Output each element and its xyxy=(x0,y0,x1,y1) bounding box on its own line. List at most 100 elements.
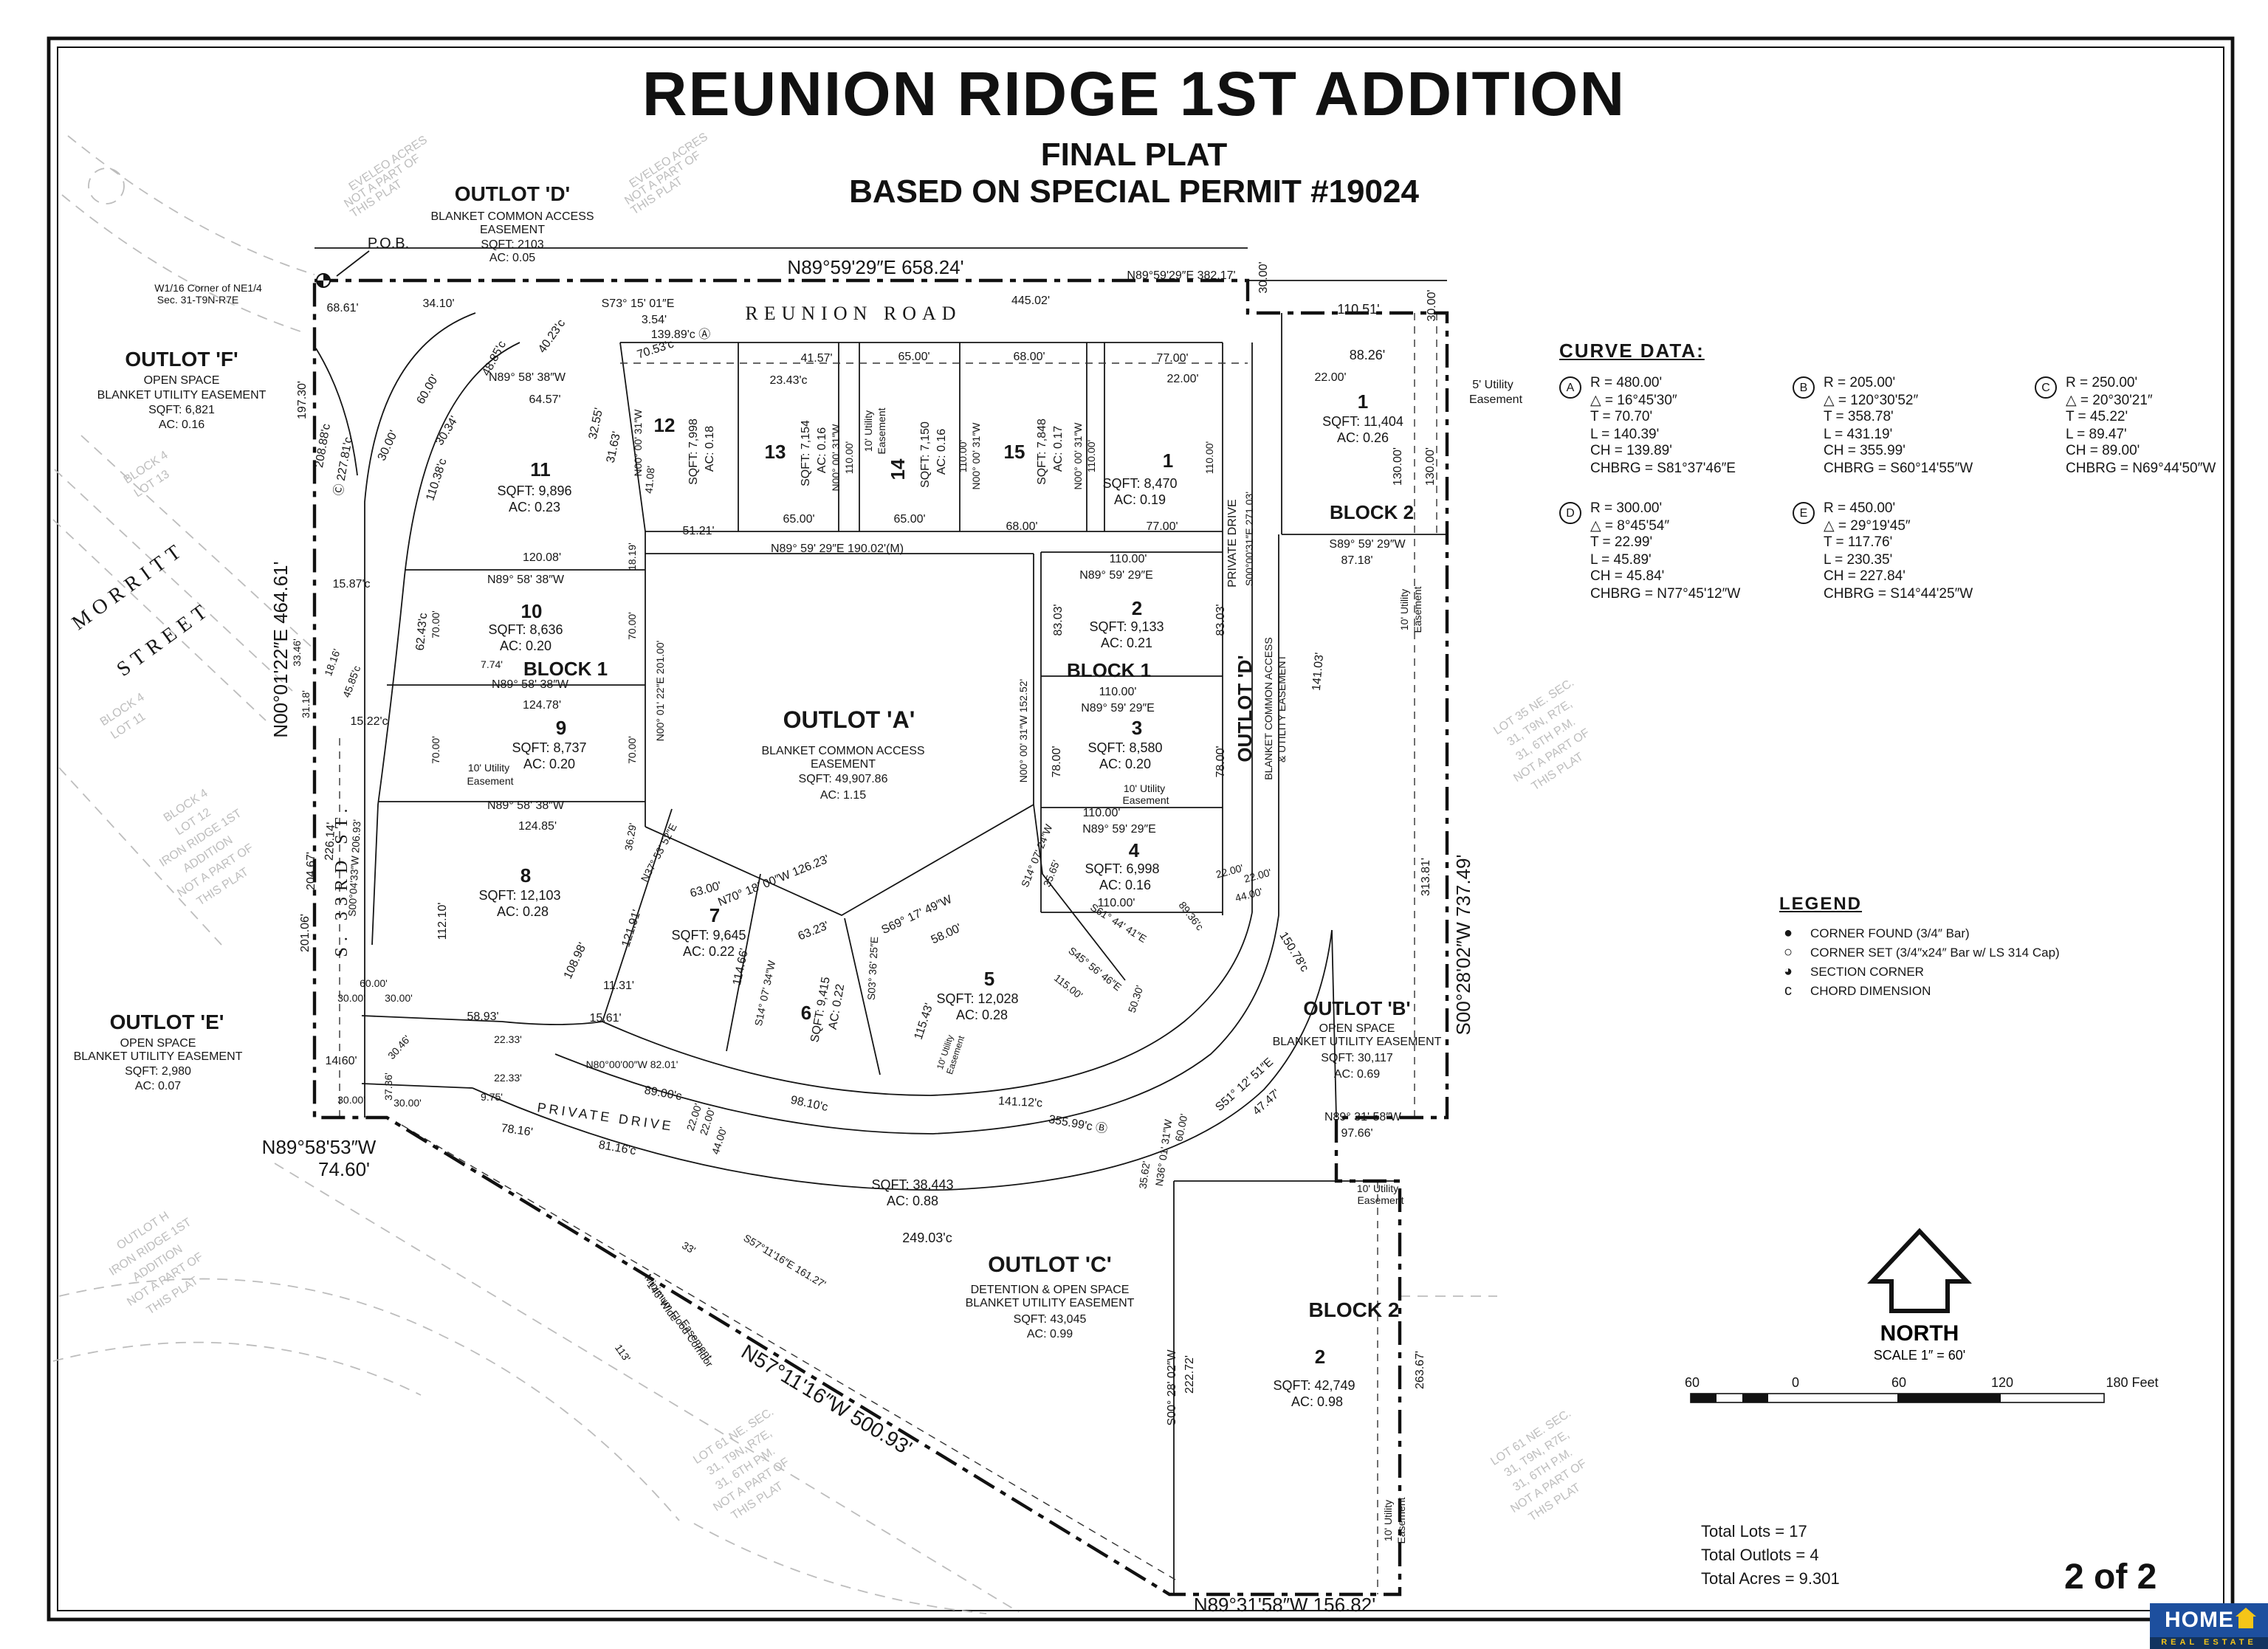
map-label: 35.62' xyxy=(1138,1160,1153,1190)
map-label: 6 xyxy=(800,1002,812,1024)
map-label: 112.10' xyxy=(436,902,449,940)
home-real-estate-logo: HOME REAL ESTATE xyxy=(2150,1603,2268,1649)
legend-item: ●CORNER FOUND (3/4″ Bar) xyxy=(1783,926,1970,942)
map-label: 83.03' xyxy=(1051,604,1065,636)
map-label: 60 xyxy=(1684,1375,1700,1390)
map-label: 7 xyxy=(709,904,721,926)
map-label: 78.00' xyxy=(1214,746,1227,778)
map-label: Easement xyxy=(1357,1197,1404,1207)
map-label: OUTLOT 'F' xyxy=(125,347,238,371)
section-corner-marker xyxy=(316,273,331,288)
map-label: 115.00' xyxy=(1051,973,1084,1002)
map-label: 1 xyxy=(1162,450,1174,472)
map-label: 33.46' xyxy=(293,638,303,667)
logo-name: HOME xyxy=(2165,1608,2234,1633)
map-label: 3.54' xyxy=(641,313,667,326)
map-label: 65.00' xyxy=(893,512,926,526)
map-label: 30.46' xyxy=(387,1034,413,1062)
map-label: 50.30' xyxy=(1127,984,1147,1015)
map-label: N36° 01' 31″W xyxy=(1155,1118,1175,1188)
map-label: 14.60' xyxy=(325,1054,357,1067)
map-label: AC: 0.20 xyxy=(523,757,576,771)
total-lots: Total Lots = 17 xyxy=(1701,1524,1807,1541)
map-label: 313.81' xyxy=(1419,858,1432,896)
map-label: 30.00' xyxy=(374,428,401,463)
map-label: AC: 0.28 xyxy=(955,1008,1008,1022)
map-label: N80°00'00″W 82.01' xyxy=(585,1061,678,1071)
map-label: Sec. 31-T9N-R7E xyxy=(157,296,239,306)
easement-lines xyxy=(339,313,1437,1594)
map-label: 30.00' xyxy=(337,1096,365,1106)
map-label: 97.66' xyxy=(1341,1126,1373,1140)
map-label: S73° 15' 01″E xyxy=(601,297,675,310)
map-label: 9 xyxy=(555,717,567,739)
map-label: 31.18' xyxy=(302,690,312,718)
totals: Total Lots = 17 Total Outlots = 4 Total … xyxy=(1701,1521,1840,1591)
map-label: 78.00' xyxy=(1050,746,1063,778)
map-label: AC: 0.99 xyxy=(1026,1327,1073,1340)
map-label: 197.30' xyxy=(295,381,309,419)
lot-lines xyxy=(315,247,1447,1594)
map-label: N89° 59' 29″E xyxy=(1082,822,1156,836)
map-label: DETENTION & OPEN SPACE xyxy=(970,1283,1130,1296)
map-label: 10' Utility xyxy=(1401,588,1411,631)
map-label: 47.47' xyxy=(1250,1087,1283,1118)
map-label: N00°01'22″E 464.61' xyxy=(269,561,292,738)
map-label: 41.57' xyxy=(800,351,833,365)
map-label: 110.38'c xyxy=(423,456,450,503)
map-label: 87.18' xyxy=(1341,554,1373,567)
map-label: 2 xyxy=(1314,1346,1326,1368)
map-label: 30.00' xyxy=(394,1099,422,1109)
map-label: EASEMENT xyxy=(810,757,876,771)
map-label: SQFT: 7,998 xyxy=(687,419,700,485)
map-label: OPEN SPACE xyxy=(120,1036,196,1050)
map-label: 2 xyxy=(1131,597,1143,619)
map-label: AC: 0.22 xyxy=(682,944,735,959)
map-label: Easement xyxy=(467,777,514,788)
map-label: SQFT: 6,998 xyxy=(1085,861,1160,876)
map-label: 60.00' xyxy=(360,980,388,990)
logo-tagline: REAL ESTATE xyxy=(2161,1639,2257,1648)
map-label: 115.43' xyxy=(911,1001,936,1042)
map-label: 204.67' xyxy=(304,852,317,890)
map-label: 32.55' xyxy=(585,406,606,441)
map-label: OUTLOT 'D' xyxy=(1234,655,1256,762)
map-label: 0 xyxy=(1791,1375,1800,1390)
map-label: 110.00' xyxy=(845,441,856,475)
map-label: AC: 0.16 xyxy=(935,428,948,475)
map-label: Easement xyxy=(1398,1497,1408,1544)
map-label: AC: 0.88 xyxy=(886,1194,939,1208)
map-label: 98.10'c xyxy=(789,1092,830,1115)
map-label: SQFT: 6,821 xyxy=(148,403,215,416)
map-label: 58.00' xyxy=(929,920,963,947)
map-label: AC: 0.05 xyxy=(489,251,536,264)
map-label: W1/16 Corner of NE1/4 xyxy=(154,284,262,295)
map-label: Easement xyxy=(1122,796,1169,807)
map-label: S00°00'31″E 271.03' xyxy=(1245,491,1256,587)
map-label: 11 xyxy=(530,458,551,481)
map-label: AC: 0.07 xyxy=(134,1079,182,1092)
map-label: SQFT: 12,028 xyxy=(936,991,1019,1006)
map-label: S03° 36' 25″E xyxy=(867,936,882,1001)
map-label: N00° 00' 31″W xyxy=(832,424,842,492)
map-label: REUNION ROAD xyxy=(745,302,962,324)
plat-boundary xyxy=(312,278,1449,1597)
map-label: 110.00' xyxy=(1087,439,1098,473)
map-label: N89° 58' 38″W xyxy=(487,799,565,812)
map-label: 130.00' xyxy=(1423,447,1437,486)
map-label: 110.00' xyxy=(959,439,969,473)
map-label: BLANKET UTILITY EASEMENT xyxy=(97,388,267,402)
map-label: SQFT: 9,896 xyxy=(497,483,572,498)
map-label: PRIVATE DRIVE xyxy=(1226,499,1239,588)
map-label: 222.72' xyxy=(1183,1355,1196,1394)
map-label: 37.36' xyxy=(385,1073,395,1101)
map-label: 78.16' xyxy=(500,1121,534,1139)
map-label: 108.98' xyxy=(560,940,590,981)
map-label: S00° 28' 02″W xyxy=(1165,1349,1178,1426)
map-label: 208.88'c xyxy=(312,422,334,469)
map-label: 83.03' xyxy=(1214,604,1227,636)
map-label: BLOCK 1 xyxy=(523,658,608,680)
map-label: N89° 31' 58″W xyxy=(1324,1110,1402,1123)
